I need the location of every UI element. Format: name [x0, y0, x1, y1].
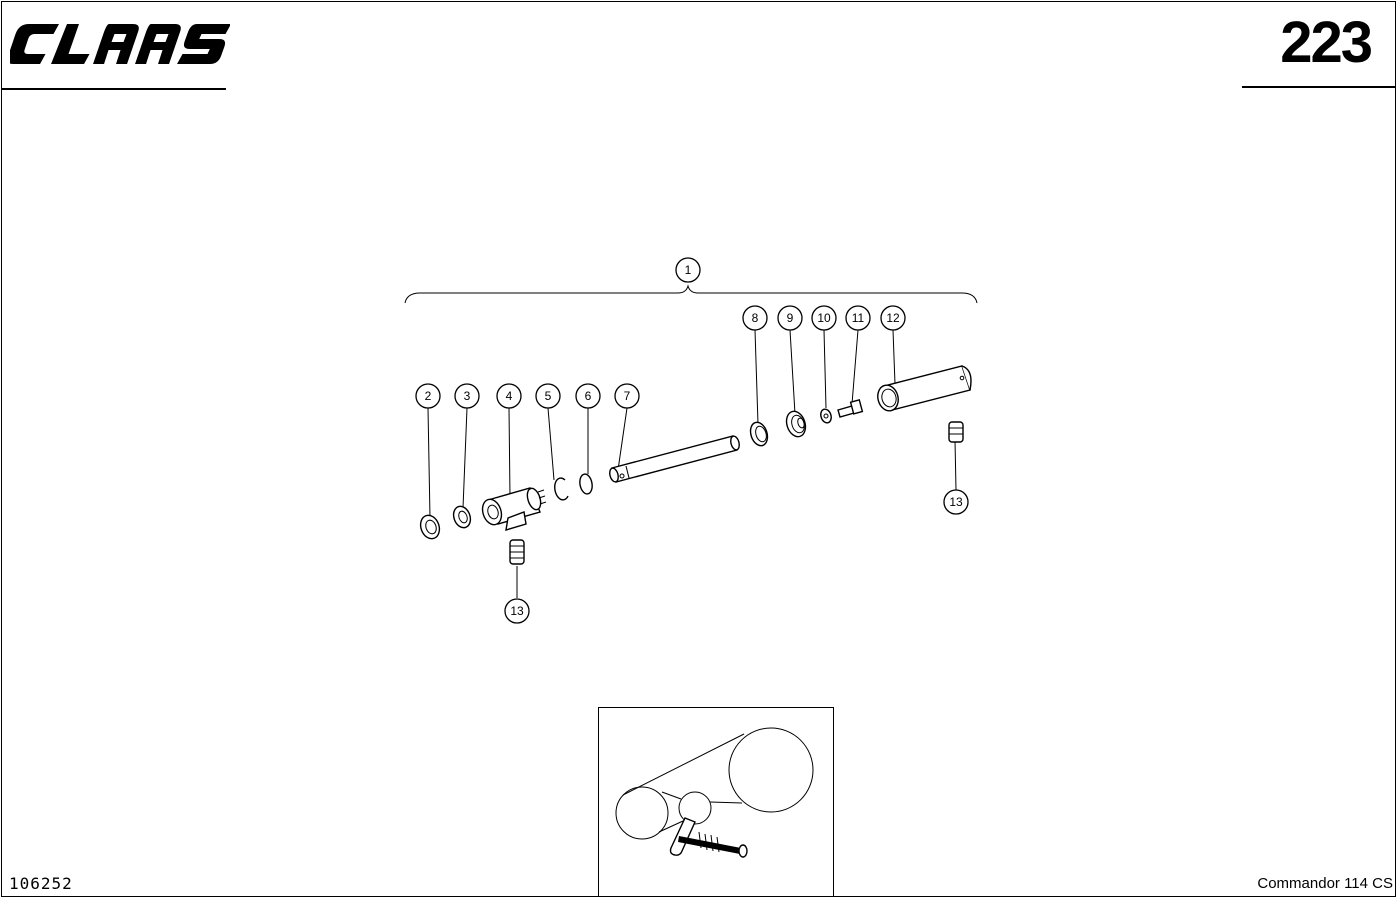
part-13-nipple-lower: [509, 539, 525, 565]
callout-11: 11: [845, 305, 871, 331]
part-2-ring: [419, 514, 441, 540]
callout-8: 8: [742, 305, 768, 331]
part-9-piston: [785, 410, 807, 438]
svg-text:5: 5: [545, 389, 552, 403]
callout-1: 1: [675, 257, 701, 283]
callout-7: 7: [614, 383, 640, 409]
callout-2: 2: [415, 383, 441, 409]
svg-text:7: 7: [624, 389, 631, 403]
svg-text:8: 8: [752, 311, 759, 325]
callout-4: 4: [496, 383, 522, 409]
model-name: Commandor 114 CS: [1257, 875, 1393, 892]
part-8-bushing: [749, 421, 769, 447]
svg-text:9: 9: [787, 311, 794, 325]
callout-6: 6: [575, 383, 601, 409]
page-number-underline: [1242, 86, 1395, 88]
callout-13-right: 13: [943, 489, 969, 515]
part-4-tee-fitting: [481, 487, 547, 531]
locator-inset: [598, 707, 834, 897]
callout-12: 12: [880, 305, 906, 331]
leader-lines: [427, 329, 957, 598]
callout-13-lower: 13: [504, 598, 530, 624]
locator-belt-drive-drawing: [615, 727, 814, 858]
part-7-piston-rod: [609, 435, 740, 483]
callout-3: 3: [454, 383, 480, 409]
svg-text:1: 1: [685, 263, 692, 277]
svg-text:13: 13: [510, 604, 524, 618]
part-3-ring: [452, 505, 472, 529]
svg-text:3: 3: [464, 389, 471, 403]
svg-text:2: 2: [425, 389, 432, 403]
page-number: 223: [1280, 10, 1373, 75]
svg-text:13: 13: [949, 495, 963, 509]
part-10-washer: [820, 408, 832, 424]
svg-text:12: 12: [886, 311, 900, 325]
assembly-brace: [404, 284, 978, 304]
svg-text:4: 4: [506, 389, 513, 403]
part-13-nipple-right: [948, 421, 964, 443]
part-6-o-ring: [579, 473, 593, 495]
svg-text:11: 11: [852, 311, 865, 325]
part-12-cylinder-barrel: [877, 365, 972, 412]
part-5-snap-ring: [554, 477, 569, 501]
part-11-bolt: [837, 399, 864, 418]
svg-text:10: 10: [817, 311, 831, 325]
drawing-id: 106252: [9, 874, 73, 893]
svg-text:6: 6: [585, 389, 592, 403]
claas-logo: [10, 24, 230, 64]
callout-10: 10: [811, 305, 837, 331]
logo-underline: [2, 88, 226, 90]
callout-9: 9: [777, 305, 803, 331]
callout-5: 5: [535, 383, 561, 409]
